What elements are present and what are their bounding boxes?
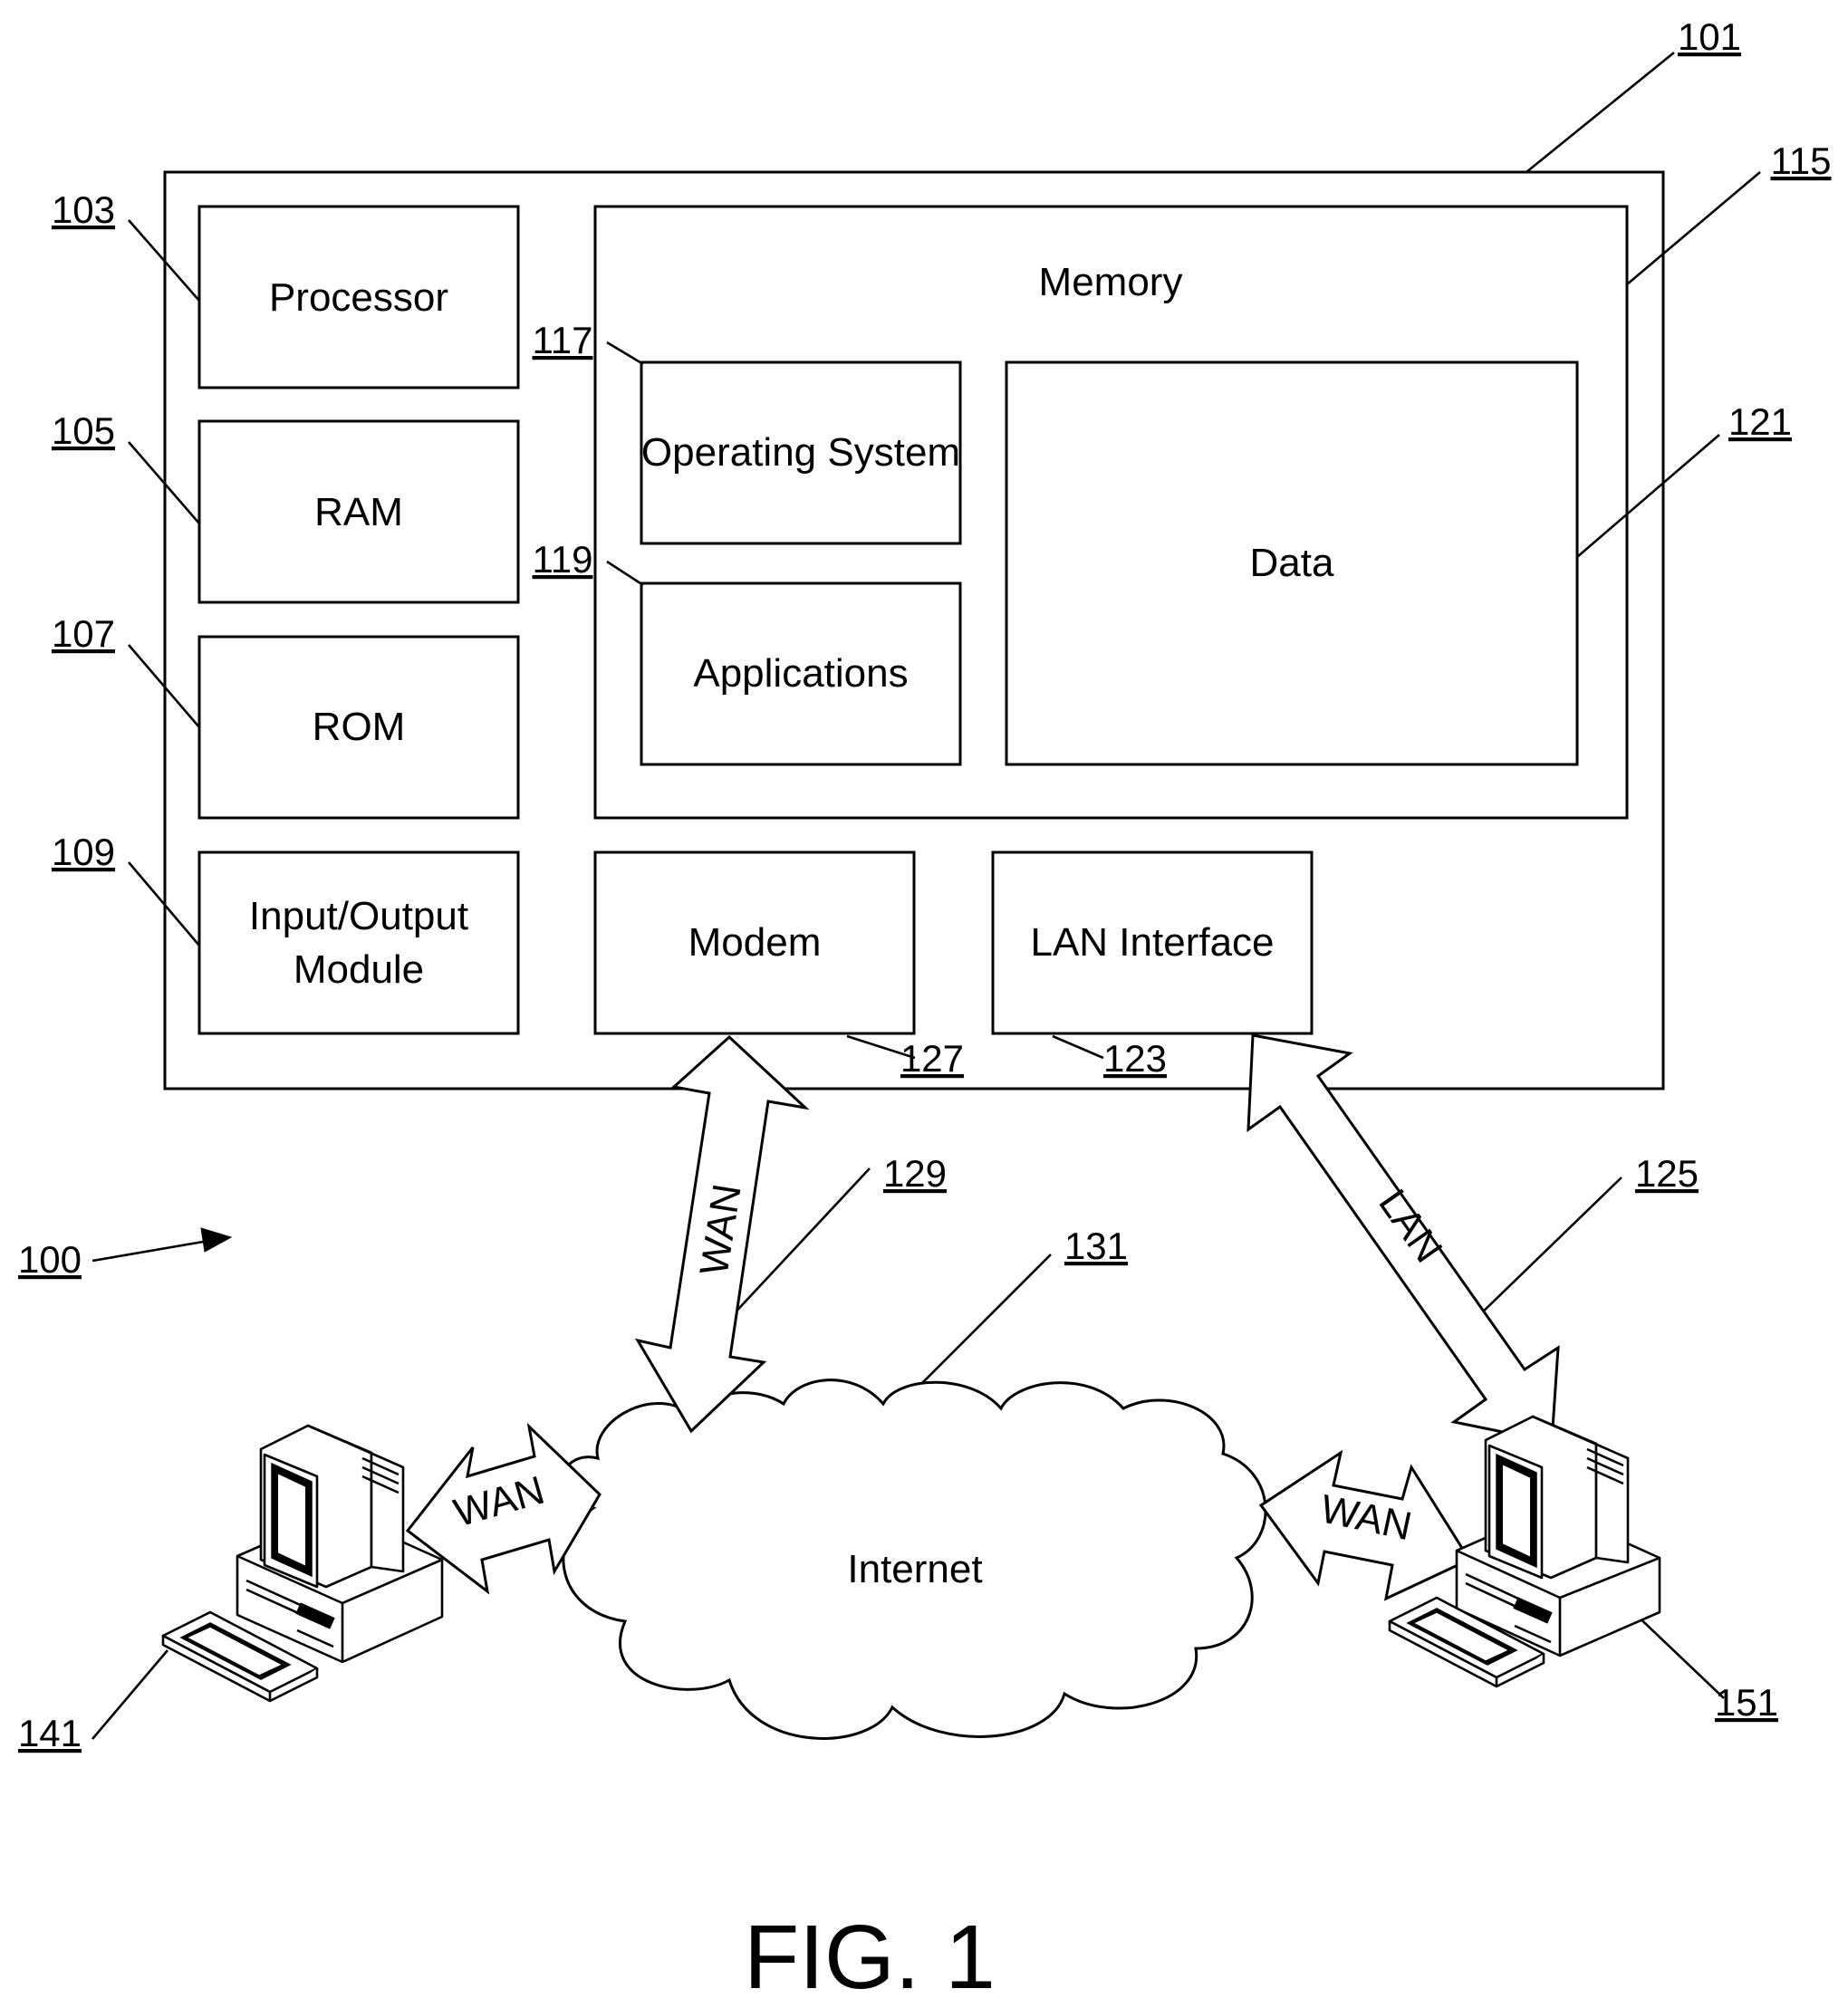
arrowhead-100 (201, 1228, 231, 1252)
io-label-line1: Input/Output (249, 894, 468, 938)
ram-block: RAM (199, 421, 518, 602)
ref-127: 127 (900, 1037, 964, 1080)
wan-link-arrow: WAN (638, 1037, 805, 1431)
ref-115: 115 (1771, 139, 1832, 182)
ref-119: 119 (533, 538, 593, 581)
internet-cloud: Internet (563, 1380, 1266, 1739)
ref-125: 125 (1635, 1152, 1699, 1195)
ref-105: 105 (52, 409, 115, 452)
rom-block: ROM (199, 637, 518, 818)
ref-131: 131 (1064, 1225, 1128, 1267)
ref-129: 129 (883, 1152, 947, 1195)
ref-109: 109 (52, 831, 115, 873)
computer-terminal-141-icon (163, 1426, 442, 1701)
ref-101: 101 (1678, 15, 1741, 58)
leader-100 (92, 1241, 208, 1261)
lan-link-arrow: LAN (1248, 1035, 1558, 1442)
io-label-line2: Module (294, 947, 424, 992)
ram-label: RAM (314, 490, 403, 534)
os-label: Operating System (641, 430, 960, 475)
data-label: Data (1250, 541, 1334, 585)
leader-151 (1631, 1609, 1724, 1698)
lan-interface-label: LAN Interface (1030, 920, 1274, 965)
leader-141 (92, 1650, 168, 1739)
ref-117: 117 (533, 319, 593, 361)
applications-block: Applications (641, 583, 960, 764)
os-block: Operating System (641, 362, 960, 543)
leader-131 (910, 1254, 1051, 1395)
rom-label: ROM (313, 705, 406, 749)
ref-121: 121 (1728, 400, 1792, 443)
lan-interface-block: LAN Interface (993, 852, 1312, 1033)
io-module-block: Input/Output Module (199, 852, 518, 1033)
leader-125 (1477, 1177, 1622, 1318)
ref-100: 100 (18, 1238, 82, 1281)
leader-101 (1526, 53, 1674, 172)
ref-141: 141 (18, 1712, 82, 1754)
internet-label: Internet (847, 1547, 982, 1591)
memory-label: Memory (1039, 260, 1183, 304)
data-block: Data (1006, 362, 1577, 764)
figure-label: FIG. 1 (744, 1907, 996, 2008)
processor-label: Processor (269, 275, 448, 320)
modem-block: Modem (595, 852, 914, 1033)
applications-label: Applications (693, 651, 908, 696)
ref-123: 123 (1103, 1037, 1167, 1080)
ref-107: 107 (52, 612, 115, 655)
wan-right-arrow: WAN (1261, 1453, 1469, 1599)
ref-103: 103 (52, 188, 115, 231)
processor-block: Processor (199, 207, 518, 388)
ref-151: 151 (1715, 1681, 1778, 1724)
modem-label: Modem (688, 920, 822, 965)
